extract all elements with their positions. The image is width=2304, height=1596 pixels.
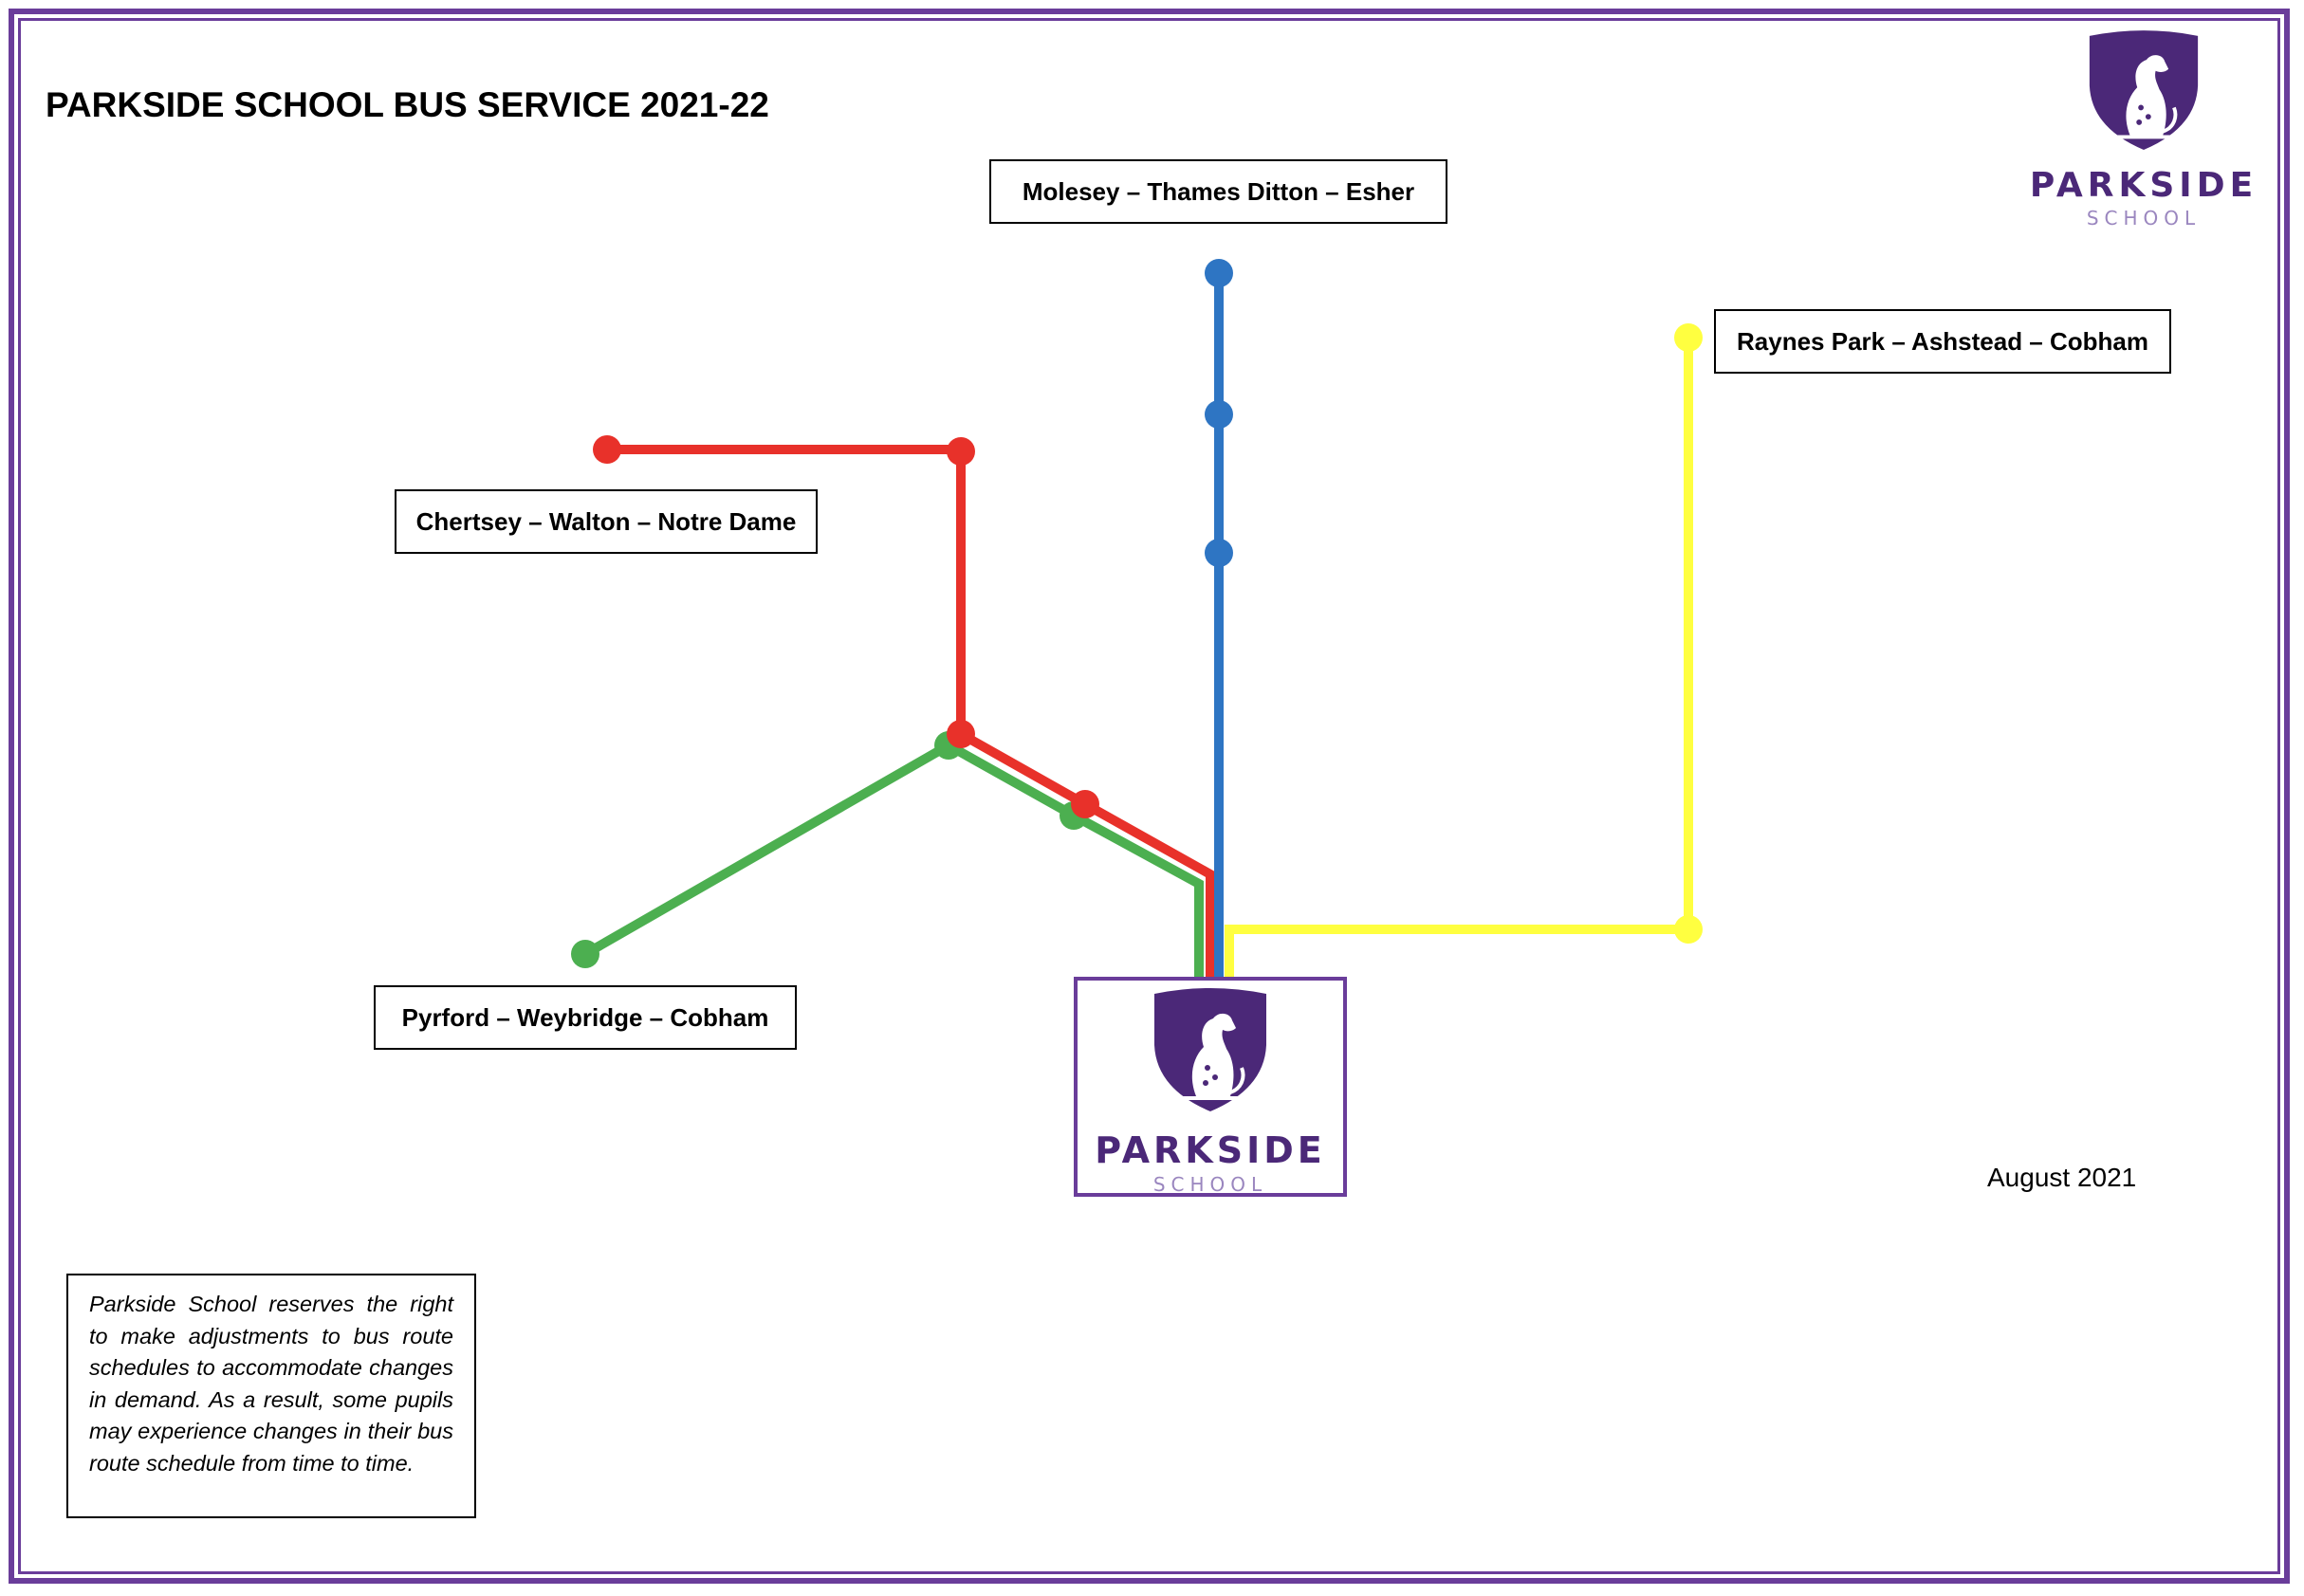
route-label-raynes-park: Raynes Park – Ashstead – Cobham: [1714, 309, 2171, 374]
green-route-path: [582, 740, 1204, 977]
yellow-stop: [1674, 915, 1703, 944]
disclaimer-note: Parkside School reserves the right to ma…: [66, 1274, 476, 1518]
shield-crest-icon: [1151, 986, 1270, 1120]
route-chertsey-line: [593, 435, 1215, 977]
blue-stop: [1205, 259, 1233, 287]
issue-date: August 2021: [1987, 1163, 2137, 1192]
route-pyrford-line: [571, 731, 1204, 977]
blue-stop: [1205, 400, 1233, 429]
corner-logo-name: PARKSIDE: [2029, 166, 2258, 205]
corner-logo-subtitle: SCHOOL: [2086, 207, 2202, 229]
red-route-path: [607, 445, 1215, 977]
outer-frame: [9, 9, 2290, 1584]
logo-subtitle: SCHOOL: [1152, 1173, 1268, 1196]
shield-crest-icon: [2086, 28, 2202, 158]
red-stop: [593, 435, 621, 464]
route-label-pyrford: Pyrford – Weybridge – Cobham: [374, 985, 797, 1050]
page-title: PARKSIDE SCHOOL BUS SERVICE 2021-22: [46, 85, 769, 124]
corner-logo: PARKSIDE SCHOOL: [2011, 28, 2276, 237]
route-label-molesey: Molesey – Thames Ditton – Esher: [989, 159, 1447, 224]
green-stop: [571, 940, 599, 968]
red-stop: [947, 720, 975, 748]
route-label-chertsey: Chertsey – Walton – Notre Dame: [395, 489, 818, 554]
blue-stop: [1205, 539, 1233, 567]
route-molesey-line: [1205, 259, 1233, 977]
yellow-stop: [1674, 323, 1703, 352]
red-stop: [947, 437, 975, 466]
logo-name: PARKSIDE: [1095, 1129, 1326, 1171]
inner-frame: [18, 18, 2280, 1574]
route-raynes-park-line: [1225, 323, 1703, 977]
red-stop: [1071, 790, 1099, 818]
school-destination: PARKSIDE SCHOOL: [1074, 977, 1347, 1197]
yellow-route-path: [1225, 338, 1693, 977]
